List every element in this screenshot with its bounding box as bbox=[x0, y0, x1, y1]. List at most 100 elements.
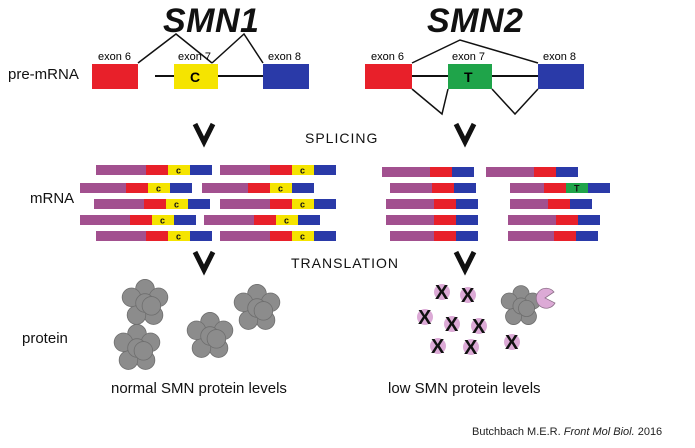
degradation-x-mark: X bbox=[418, 307, 432, 329]
smn1-exon6-box bbox=[92, 64, 138, 89]
smn1-pre-mrna: exon 6 exon 7 exon 8 C bbox=[92, 32, 309, 89]
mrna-upstream-segment bbox=[220, 199, 270, 209]
degradation-x-mark: X bbox=[505, 332, 519, 354]
mrna-exon6-segment bbox=[146, 165, 168, 175]
mrna-upstream-segment bbox=[508, 215, 556, 225]
mrna-exon8-segment bbox=[454, 183, 476, 193]
mrna-exon8-segment bbox=[588, 183, 610, 193]
mrna-exon7-segment bbox=[168, 231, 190, 241]
smn2-mrna-strip bbox=[508, 231, 598, 241]
degradation-x-mark: X bbox=[445, 314, 459, 336]
mrna-exon7-segment bbox=[292, 199, 314, 209]
smn1-splicing-arrow bbox=[192, 122, 216, 148]
mrna-upstream-segment bbox=[220, 231, 270, 241]
protein-row-label: protein bbox=[22, 330, 68, 347]
truncated-protein-blob bbox=[463, 339, 479, 355]
mrna-exon8-segment bbox=[456, 215, 478, 225]
smn1-mrna-strip: c bbox=[204, 215, 320, 226]
mrna-exon7-segment bbox=[152, 215, 174, 225]
translation-label: TRANSLATION bbox=[291, 255, 399, 271]
citation: Butchbach M.E.R. Front Mol Biol. 2016 bbox=[472, 426, 662, 438]
mrna-exon7-letter: c bbox=[300, 166, 305, 176]
citation-journal: Front Mol Biol. bbox=[563, 426, 635, 438]
truncated-protein-blob bbox=[444, 316, 460, 332]
mrna-exon7-letter: c bbox=[278, 184, 283, 194]
mrna-exon7-letter: c bbox=[300, 200, 305, 210]
truncated-protein-blob bbox=[471, 318, 487, 334]
truncated-protein-blob bbox=[460, 287, 476, 303]
citation-year: 2016 bbox=[637, 426, 663, 438]
mrna-exon8-segment bbox=[188, 199, 210, 209]
mrna-upstream-segment bbox=[508, 231, 554, 241]
mrna-exon7-letter: c bbox=[176, 166, 181, 176]
smn1-level-label: normal SMN protein levels bbox=[111, 380, 287, 397]
degraded-protein: X bbox=[444, 314, 460, 336]
smn2-lower-arc-left bbox=[411, 88, 449, 116]
smn2-title: SMN2 bbox=[427, 2, 524, 40]
mrna-exon6-segment bbox=[430, 167, 452, 177]
smn1-mrna-strip: c bbox=[96, 231, 212, 242]
mrna-exon8-segment bbox=[298, 215, 320, 225]
degradation-x-mark: X bbox=[461, 285, 475, 307]
mrna-exon7-letter: c bbox=[174, 200, 179, 210]
smn1-mrna-strip: c bbox=[220, 199, 336, 210]
mrna-exon7-segment bbox=[292, 165, 314, 175]
mrna-exon7-segment bbox=[276, 215, 298, 225]
mrna-upstream-segment bbox=[390, 231, 434, 241]
mrna-upstream-segment bbox=[220, 165, 270, 175]
mrna-upstream-segment bbox=[204, 215, 254, 225]
mrna-exon6-segment bbox=[248, 183, 270, 193]
mrna-exon8-segment bbox=[190, 165, 212, 175]
smn2-mrna-strip bbox=[386, 199, 478, 209]
mrna-exon8-segment bbox=[578, 215, 600, 225]
mrna-exon6-segment bbox=[432, 183, 454, 193]
mrna-exon8-segment bbox=[456, 231, 478, 241]
smn2-mrna-strip bbox=[508, 215, 600, 225]
smn1-mrna-strip: c bbox=[94, 199, 210, 210]
mrna-exon6-segment bbox=[270, 199, 292, 209]
smn2-exon7-nucleotide: T bbox=[464, 69, 473, 85]
mrna-exon8-segment bbox=[452, 167, 474, 177]
smn1-protein-group bbox=[113, 279, 281, 370]
smn2-pre-mrna: exon 6 exon 7 exon 8 T bbox=[365, 39, 584, 116]
mrna-exon7-letter: c bbox=[300, 232, 305, 242]
mrna-upstream-segment bbox=[382, 167, 430, 177]
mrna-exon7-segment bbox=[148, 183, 170, 193]
degradation-x-mark: X bbox=[464, 337, 478, 359]
protein-subunit bbox=[206, 329, 227, 349]
smn1-title: SMN1 bbox=[163, 2, 260, 40]
mrna-exon6-segment bbox=[534, 167, 556, 177]
degradation-x-mark: X bbox=[472, 316, 486, 338]
smn1-splice-arc-right bbox=[211, 32, 264, 64]
mrna-exon8-segment bbox=[556, 167, 578, 177]
mrna-exon8-segment bbox=[314, 231, 336, 241]
mrna-exon8-segment bbox=[570, 199, 592, 209]
mrna-exon7-letter: c bbox=[176, 232, 181, 242]
mrna-row-label: mRNA bbox=[30, 190, 75, 207]
truncated-protein-blob bbox=[504, 334, 520, 350]
smn1-translation-arrow bbox=[192, 250, 216, 276]
protein-subunit bbox=[133, 341, 154, 361]
degraded-protein: X bbox=[504, 332, 520, 354]
smn2-translation-arrow bbox=[453, 250, 477, 276]
mrna-exon8-segment bbox=[292, 183, 314, 193]
smn1-protein-oligomer bbox=[113, 324, 161, 370]
mrna-exon7-letter: c bbox=[160, 216, 165, 226]
smn2-exon6-box bbox=[365, 64, 412, 89]
mrna-exon6-segment bbox=[434, 215, 456, 225]
mrna-exon6-segment bbox=[126, 183, 148, 193]
mrna-exon7-segment bbox=[168, 165, 190, 175]
smn1-mrna-strip: c bbox=[80, 183, 192, 194]
degradation-x-mark: X bbox=[431, 336, 445, 358]
smn1-protein-oligomer bbox=[233, 284, 281, 330]
smn2-mrna-group: T bbox=[382, 167, 610, 241]
mrna-upstream-segment bbox=[510, 199, 548, 209]
mrna-exon8-segment bbox=[314, 165, 336, 175]
citation-author: Butchbach M.E.R. bbox=[472, 426, 561, 438]
mrna-exon6-segment bbox=[270, 231, 292, 241]
smn1-splice-arc-left bbox=[137, 33, 213, 64]
smn2-mrna-strip bbox=[390, 231, 478, 241]
smn1-mrna-strip: c bbox=[80, 215, 196, 226]
mrna-exon6-segment bbox=[270, 165, 292, 175]
